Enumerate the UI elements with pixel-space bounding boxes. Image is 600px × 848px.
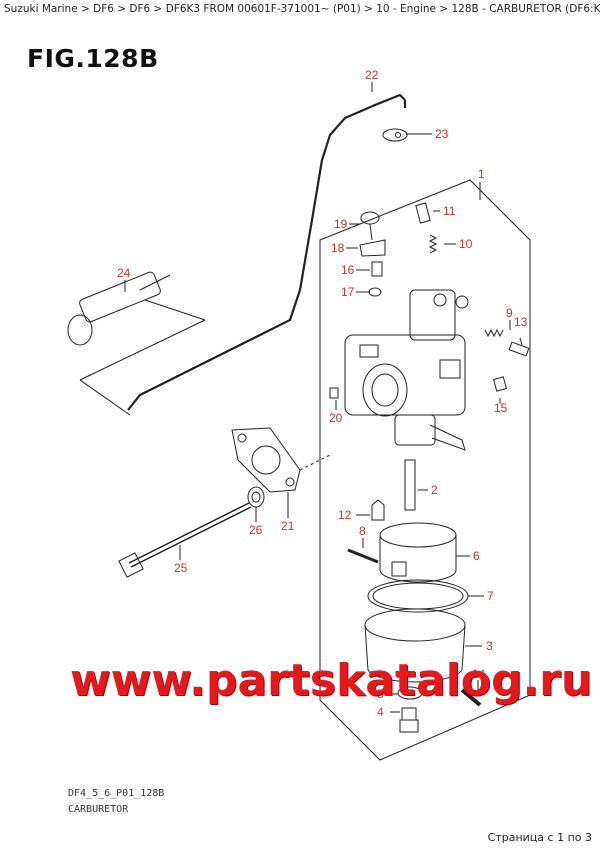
- float-6: [379, 522, 457, 583]
- callout-26[interactable]: 26: [249, 523, 263, 537]
- pagination: Страница с 1 по 3: [487, 831, 592, 844]
- callout-7[interactable]: 7: [487, 589, 494, 603]
- plug-15: [493, 376, 507, 392]
- callout-1[interactable]: 1: [478, 167, 485, 181]
- callout-13[interactable]: 13: [514, 315, 528, 329]
- screw-13: [508, 341, 530, 357]
- callout-8[interactable]: 8: [359, 524, 366, 538]
- carburetor-body: [344, 289, 469, 451]
- callout-10[interactable]: 10: [459, 237, 473, 251]
- bolt-25: [118, 502, 252, 578]
- pin-8: [347, 548, 379, 564]
- bracket-18: [359, 239, 386, 257]
- callout-9[interactable]: 9: [506, 306, 513, 320]
- oring-17: [368, 287, 382, 297]
- gasket-7: [367, 579, 469, 613]
- callout-25[interactable]: 25: [174, 561, 188, 575]
- figure-title: FIG.128B: [27, 44, 159, 73]
- washer-5: [397, 686, 423, 700]
- spring-10: [428, 234, 438, 254]
- figure-ref: DF4_5_6_P01_128B: [68, 788, 165, 799]
- breadcrumb[interactable]: Suzuki Marine > DF6 > DF6 > DF6K3 FROM 0…: [4, 3, 600, 15]
- callout-23[interactable]: 23: [435, 127, 449, 141]
- needle-12: [371, 499, 385, 521]
- callout-5[interactable]: 5: [377, 687, 384, 701]
- fitting-20: [329, 387, 339, 399]
- callout-20[interactable]: 20: [329, 411, 343, 425]
- callout-16[interactable]: 16: [341, 263, 355, 277]
- jet-2: [404, 459, 416, 511]
- callout-11[interactable]: 11: [443, 204, 456, 218]
- figure-caption: CARBURETOR: [68, 804, 129, 815]
- clip-23: [382, 128, 408, 142]
- watermark: www.partskatalog.ru: [70, 655, 593, 706]
- callout-3[interactable]: 3: [486, 639, 493, 653]
- screw-14: [460, 688, 482, 707]
- spring-9: [484, 328, 504, 338]
- callout-17[interactable]: 17: [341, 285, 355, 299]
- gasket-21: [231, 427, 301, 493]
- callout-24[interactable]: 24: [117, 266, 131, 280]
- drain-plug-4: [399, 707, 419, 733]
- screw-19: [360, 211, 380, 241]
- callout-6[interactable]: 6: [473, 549, 480, 563]
- callout-22[interactable]: 22: [365, 68, 379, 82]
- callout-18[interactable]: 18: [331, 241, 345, 255]
- callout-19[interactable]: 19: [334, 217, 348, 231]
- jet-16: [371, 261, 383, 277]
- callout-12[interactable]: 12: [338, 508, 352, 522]
- callout-4[interactable]: 4: [377, 705, 384, 719]
- float-bowl-3: [364, 608, 466, 683]
- assembly-frame: [319, 179, 531, 761]
- callout-14[interactable]: 14: [472, 667, 486, 681]
- callout-2[interactable]: 2: [431, 483, 438, 497]
- screw-11: [415, 202, 431, 224]
- washer-26: [247, 486, 265, 508]
- callout-15[interactable]: 15: [494, 401, 508, 415]
- part-24: [67, 271, 206, 416]
- pipe-22: [127, 93, 406, 411]
- callout-21[interactable]: 21: [281, 519, 295, 533]
